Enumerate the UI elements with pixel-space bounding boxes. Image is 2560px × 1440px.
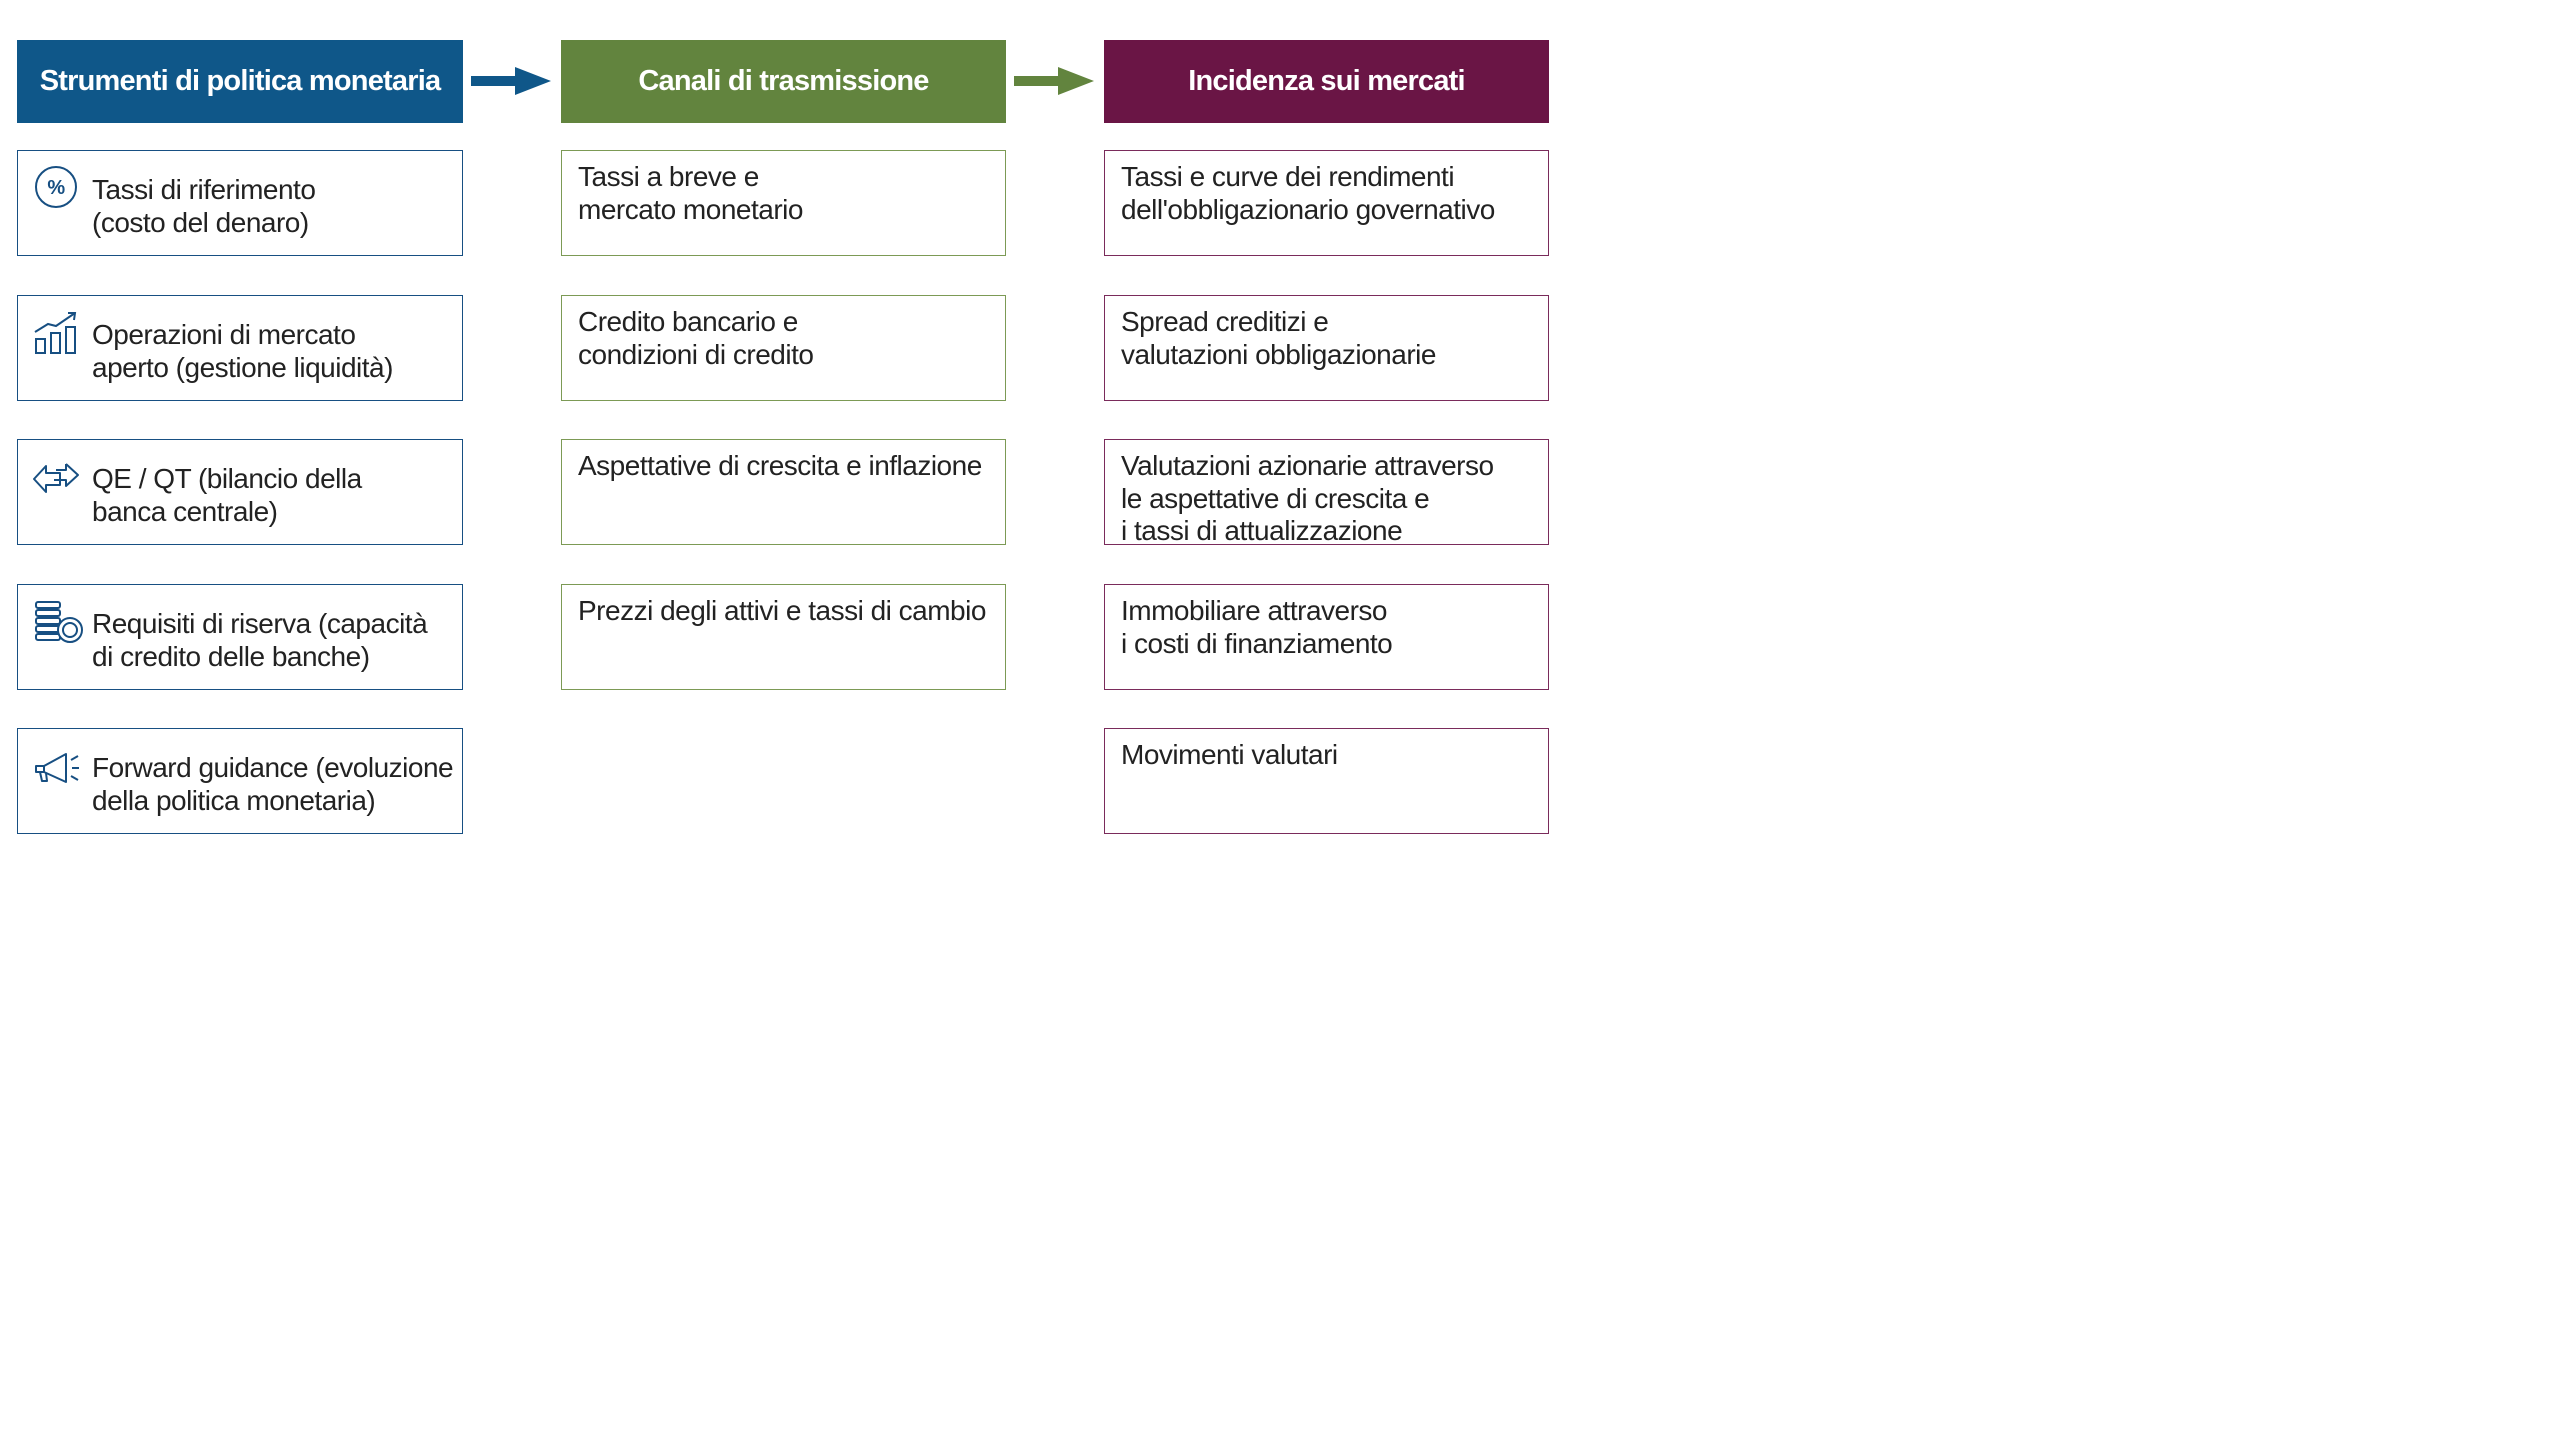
channel-text: Aspettative di crescita e inflazione: [578, 450, 982, 481]
instrument-text: Operazioni di mercato aperto (gestione l…: [92, 319, 393, 383]
channel-box: Tassi a breve e mercato monetario: [561, 150, 1006, 256]
channel-text: Tassi a breve e mercato monetario: [578, 161, 803, 225]
header-instruments-label: Strumenti di politica monetaria: [39, 65, 441, 97]
impact-text: Tassi e curve dei rendimenti dell'obblig…: [1121, 161, 1495, 225]
impact-box: Valutazioni azionarie attraverso le aspe…: [1104, 439, 1549, 546]
impact-box: Immobiliare attraverso i costi di finanz…: [1104, 584, 1549, 690]
instrument-box: Operazioni di mercato aperto (gestione l…: [17, 295, 463, 401]
coin-stack-icon: [35, 601, 83, 643]
arrow-right-icon: [1014, 67, 1094, 95]
instrument-box: Requisiti di riserva (capacità di credit…: [17, 584, 463, 690]
instrument-text: Requisiti di riserva (capacità di credit…: [92, 608, 428, 672]
impact-box: Spread creditizi e valutazioni obbligazi…: [1104, 295, 1549, 401]
arrow-right-icon: [471, 67, 551, 95]
header-impact: Incidenza sui mercati: [1104, 40, 1549, 123]
impact-text: Movimenti valutari: [1121, 739, 1338, 770]
impact-box: Movimenti valutari: [1104, 728, 1549, 834]
impact-text: Immobiliare attraverso i costi di finanz…: [1121, 595, 1393, 659]
impact-text: Valutazioni azionarie attraverso le aspe…: [1121, 450, 1494, 546]
header-impact-label: Incidenza sui mercati: [1188, 65, 1465, 97]
instrument-text: Forward guidance (evoluzione della polit…: [92, 752, 454, 816]
channel-text: Prezzi degli attivi e tassi di cambio: [578, 595, 986, 626]
svg-text:%: %: [47, 177, 65, 199]
bar-chart-growth-icon: [34, 312, 77, 354]
header-channels-label: Canali di trasmissione: [638, 65, 929, 97]
exchange-arrows-icon: [33, 463, 79, 493]
instrument-box: Forward guidance (evoluzione della polit…: [17, 728, 463, 834]
percent-icon: %: [35, 166, 77, 208]
channel-box: Prezzi degli attivi e tassi di cambio: [561, 584, 1006, 690]
impact-box: Tassi e curve dei rendimenti dell'obblig…: [1104, 150, 1549, 256]
header-channels: Canali di trasmissione: [561, 40, 1006, 123]
channel-box: Aspettative di crescita e inflazione: [561, 439, 1006, 545]
impact-text: Spread creditizi e valutazioni obbligazi…: [1121, 306, 1436, 370]
megaphone-icon: [35, 753, 79, 783]
instrument-text: QE / QT (bilancio della banca centrale): [92, 463, 362, 527]
channel-text: Credito bancario e condizioni di credito: [578, 306, 814, 370]
instrument-text: Tassi di riferimento (costo del denaro): [92, 174, 316, 238]
instrument-box: % Tassi di riferimento (costo del denaro…: [17, 150, 463, 256]
instrument-box: QE / QT (bilancio della banca centrale): [17, 439, 463, 545]
header-instruments: Strumenti di politica monetaria: [17, 40, 463, 123]
channel-box: Credito bancario e condizioni di credito: [561, 295, 1006, 401]
